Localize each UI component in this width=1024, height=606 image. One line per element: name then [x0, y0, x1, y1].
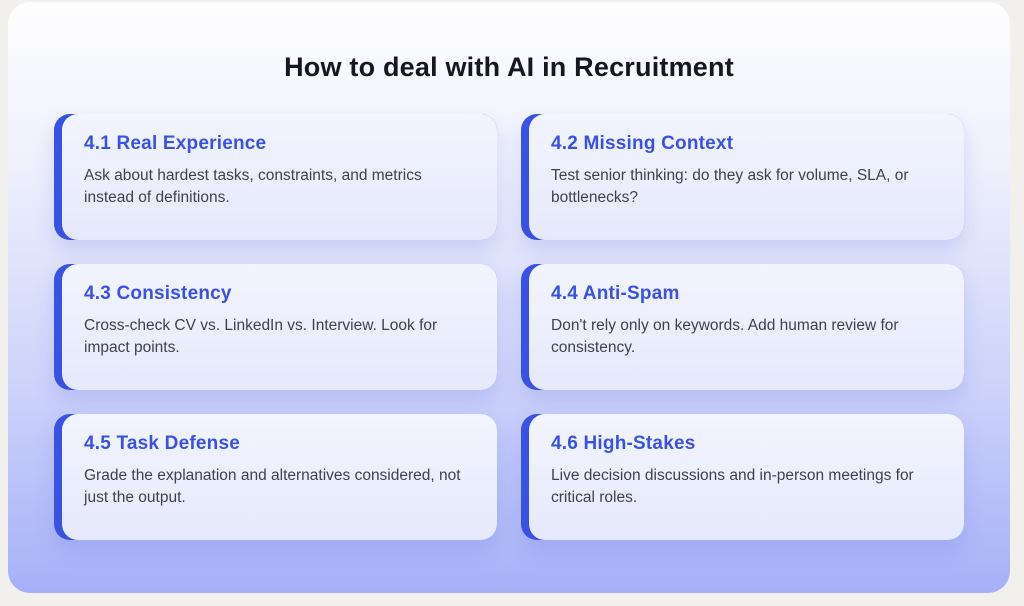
card-surface: 4.2 Missing Context Test senior thinking… [529, 114, 964, 240]
info-card: 4.6 High-Stakes Live decision discussion… [521, 414, 964, 540]
card-body: Live decision discussions and in-person … [551, 467, 914, 506]
card-surface: 4.4 Anti-Spam Don't rely only on keyword… [529, 264, 964, 390]
card-heading: 4.4 Anti-Spam [551, 283, 680, 304]
page-title: How to deal with AI in Recruitment [284, 52, 734, 82]
card-body: Don't rely only on keywords. Add human r… [551, 317, 899, 356]
info-card: 4.5 Task Defense Grade the explanation a… [54, 414, 497, 540]
card-heading: 4.3 Consistency [84, 283, 232, 304]
card-surface: 4.6 High-Stakes Live decision discussion… [529, 414, 964, 540]
card-heading: 4.2 Missing Context [551, 133, 734, 154]
main-panel: How to deal with AI in Recruitment 4.1 R… [8, 2, 1010, 593]
card-body: Test senior thinking: do they ask for vo… [551, 167, 909, 206]
card-surface: 4.1 Real Experience Ask about hardest ta… [62, 114, 497, 240]
card-heading: 4.5 Task Defense [84, 433, 240, 454]
card-heading: 4.6 High-Stakes [551, 433, 696, 454]
info-card: 4.4 Anti-Spam Don't rely only on keyword… [521, 264, 964, 390]
card-surface: 4.3 Consistency Cross-check CV vs. Linke… [62, 264, 497, 390]
card-heading: 4.1 Real Experience [84, 133, 267, 154]
info-card: 4.1 Real Experience Ask about hardest ta… [54, 114, 497, 240]
card-body: Ask about hardest tasks, constraints, an… [84, 167, 422, 206]
info-card: 4.2 Missing Context Test senior thinking… [521, 114, 964, 240]
cards-grid: 4.1 Real Experience Ask about hardest ta… [54, 114, 964, 540]
card-surface: 4.5 Task Defense Grade the explanation a… [62, 414, 497, 540]
card-body: Grade the explanation and alternatives c… [84, 467, 461, 506]
info-card: 4.3 Consistency Cross-check CV vs. Linke… [54, 264, 497, 390]
card-body: Cross-check CV vs. LinkedIn vs. Intervie… [84, 317, 438, 356]
